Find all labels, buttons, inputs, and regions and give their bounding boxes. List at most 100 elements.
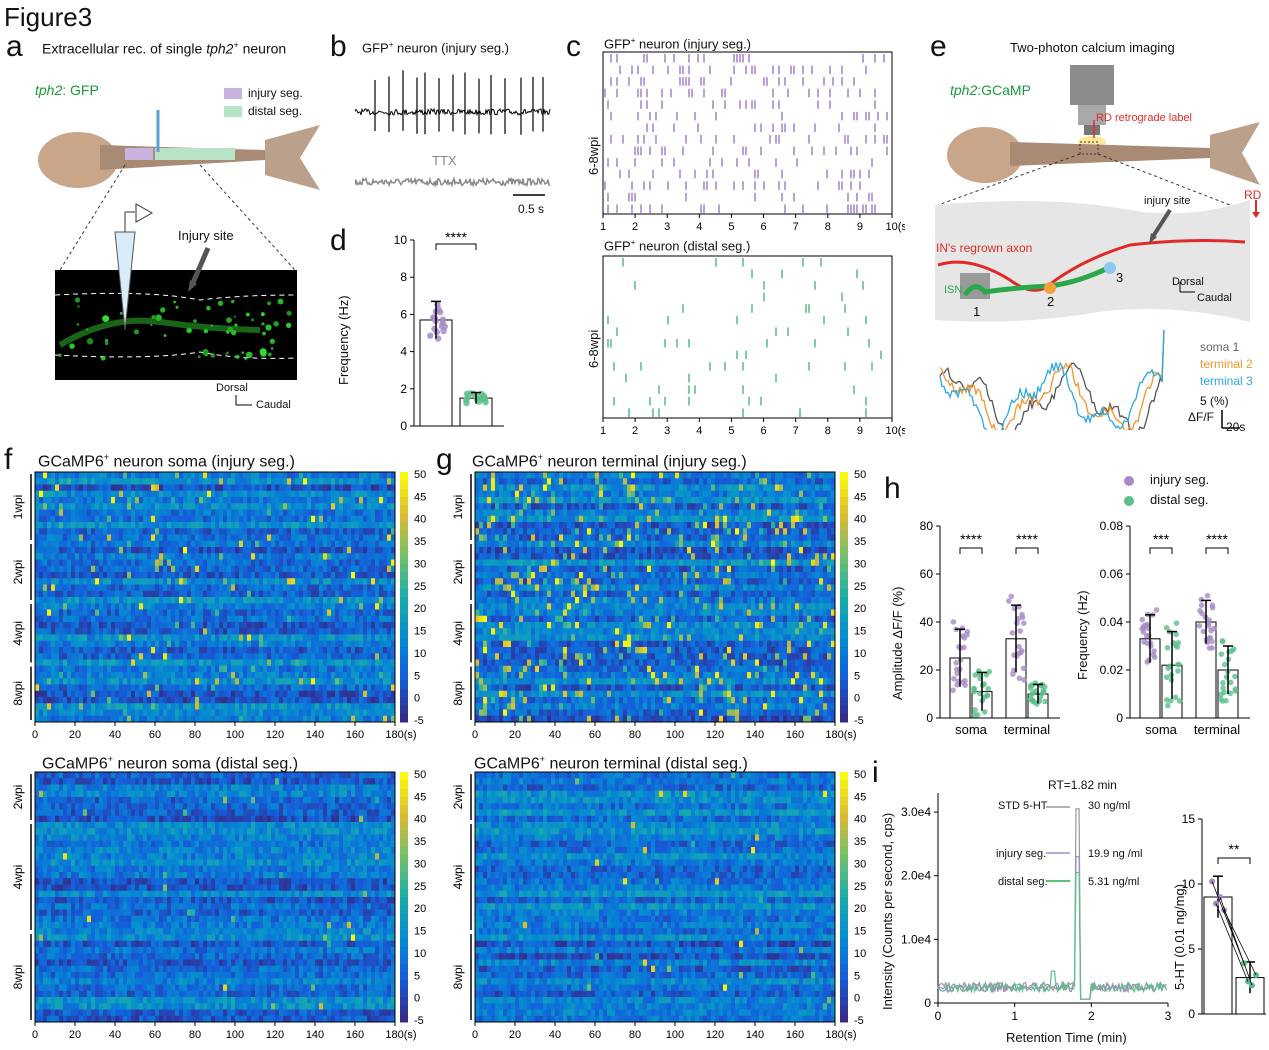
f-top-cell bbox=[235, 628, 240, 635]
f-top-cell bbox=[239, 603, 244, 610]
f-top-cell bbox=[47, 572, 52, 579]
f-top-cell bbox=[103, 672, 108, 679]
f-top-cell bbox=[303, 590, 308, 598]
f-top-cell bbox=[259, 559, 264, 567]
legend-distal-label: distal seg. bbox=[248, 104, 303, 118]
f-top-cell bbox=[99, 578, 104, 585]
f-bottom-cell bbox=[39, 822, 44, 829]
f-top-cell bbox=[103, 572, 108, 579]
f-bottom-cell bbox=[87, 803, 92, 810]
f-top-cell bbox=[231, 547, 236, 554]
f-bottom-cell bbox=[267, 815, 272, 823]
f-top-cell bbox=[391, 640, 396, 648]
f-top-cell bbox=[147, 528, 152, 535]
f-bottom-cell bbox=[275, 797, 280, 804]
f-top-cell bbox=[227, 534, 232, 542]
f-bottom-cell bbox=[275, 809, 280, 817]
f-top-cell bbox=[259, 509, 264, 517]
f-top-cell bbox=[111, 678, 116, 685]
f-bottom-cell bbox=[151, 822, 156, 829]
f-bottom-cell bbox=[111, 803, 116, 810]
f-top-cell bbox=[287, 478, 292, 485]
f-top-cell bbox=[387, 609, 392, 617]
f-top-cell bbox=[327, 640, 332, 648]
f-top-cell bbox=[47, 497, 52, 504]
f-top-cell bbox=[211, 684, 216, 692]
f-top-cell bbox=[239, 634, 244, 642]
f-top-cell bbox=[207, 522, 212, 529]
f-top-cell bbox=[99, 634, 104, 642]
f-top-cell bbox=[183, 678, 188, 685]
f-top-cell bbox=[391, 578, 396, 585]
f-bottom-cell bbox=[167, 809, 172, 817]
f-top-cell bbox=[147, 634, 152, 642]
f-top-cell bbox=[107, 584, 112, 592]
f-top-cell bbox=[35, 603, 40, 610]
f-top-cell bbox=[283, 509, 288, 517]
f-bottom-cell bbox=[115, 778, 120, 785]
f-top-cell bbox=[151, 540, 156, 548]
f-top-cell bbox=[195, 690, 200, 698]
f-top-cell bbox=[207, 503, 212, 510]
f-top-cell bbox=[363, 534, 368, 542]
f-bottom-cell bbox=[207, 822, 212, 829]
f-top-cell bbox=[163, 553, 168, 560]
f-top-cell bbox=[371, 628, 376, 635]
f-top-cell bbox=[343, 634, 348, 642]
f-top-cell bbox=[83, 640, 88, 648]
f-top-cell bbox=[347, 690, 352, 698]
f-top-cell bbox=[67, 597, 72, 604]
f-top-cell bbox=[347, 659, 352, 667]
f-top-cell bbox=[79, 490, 84, 498]
f-top-cell bbox=[71, 672, 76, 679]
f-top-cell bbox=[127, 678, 132, 685]
f-top-cell bbox=[51, 672, 56, 679]
f-top-cell bbox=[71, 709, 76, 717]
f-top-cell bbox=[107, 472, 112, 479]
f-bottom-cell bbox=[171, 784, 176, 792]
f-top-cell bbox=[243, 622, 248, 629]
f-top-cell bbox=[179, 534, 184, 542]
f-top-cell bbox=[127, 522, 132, 529]
f-top-cell bbox=[99, 522, 104, 529]
f-top-cell bbox=[259, 565, 264, 573]
f-top-cell bbox=[111, 553, 116, 560]
f-top-cell bbox=[39, 565, 44, 573]
f-top-cell bbox=[255, 647, 260, 654]
f-top-colorbar-seg bbox=[400, 647, 408, 656]
f-top-cell bbox=[195, 528, 200, 535]
f-top-cell bbox=[151, 628, 156, 635]
f-top-cell bbox=[299, 659, 304, 667]
f-top-cell bbox=[159, 478, 164, 485]
f-top-cell bbox=[71, 659, 76, 667]
f-top-cell bbox=[379, 678, 384, 685]
f-top-cell bbox=[227, 509, 232, 517]
f-top-cell bbox=[215, 565, 220, 573]
f-top-cell bbox=[263, 659, 268, 667]
f-top-cell bbox=[359, 572, 364, 579]
f-top-cell bbox=[371, 584, 376, 592]
f-top-cell bbox=[71, 490, 76, 498]
f-top-xtick-label: 120 bbox=[266, 729, 284, 741]
f-top-cell bbox=[267, 509, 272, 517]
f-bottom-cell bbox=[39, 803, 44, 810]
f-top-cell bbox=[247, 572, 252, 579]
gfp-cell bbox=[225, 352, 228, 355]
f-top-cell bbox=[207, 509, 212, 517]
f-top-cell bbox=[315, 540, 320, 548]
f-top-cell bbox=[199, 590, 204, 598]
f-bottom-cell bbox=[95, 790, 100, 798]
f-top-cell bbox=[135, 484, 140, 492]
d-ytick-label: 0 bbox=[400, 419, 407, 433]
f-bottom-cell bbox=[67, 809, 72, 817]
f-top-cell bbox=[47, 509, 52, 517]
f-top-cell bbox=[135, 472, 140, 479]
c-xtick-label: 10(s) bbox=[885, 425, 905, 437]
f-top-cell bbox=[275, 497, 280, 504]
f-top-cell bbox=[383, 553, 388, 560]
f-top-cell bbox=[323, 509, 328, 517]
f-top-cell bbox=[335, 540, 340, 548]
f-top-cell bbox=[191, 697, 196, 704]
f-bottom-cell bbox=[339, 815, 344, 823]
f-top-cell bbox=[307, 603, 312, 610]
